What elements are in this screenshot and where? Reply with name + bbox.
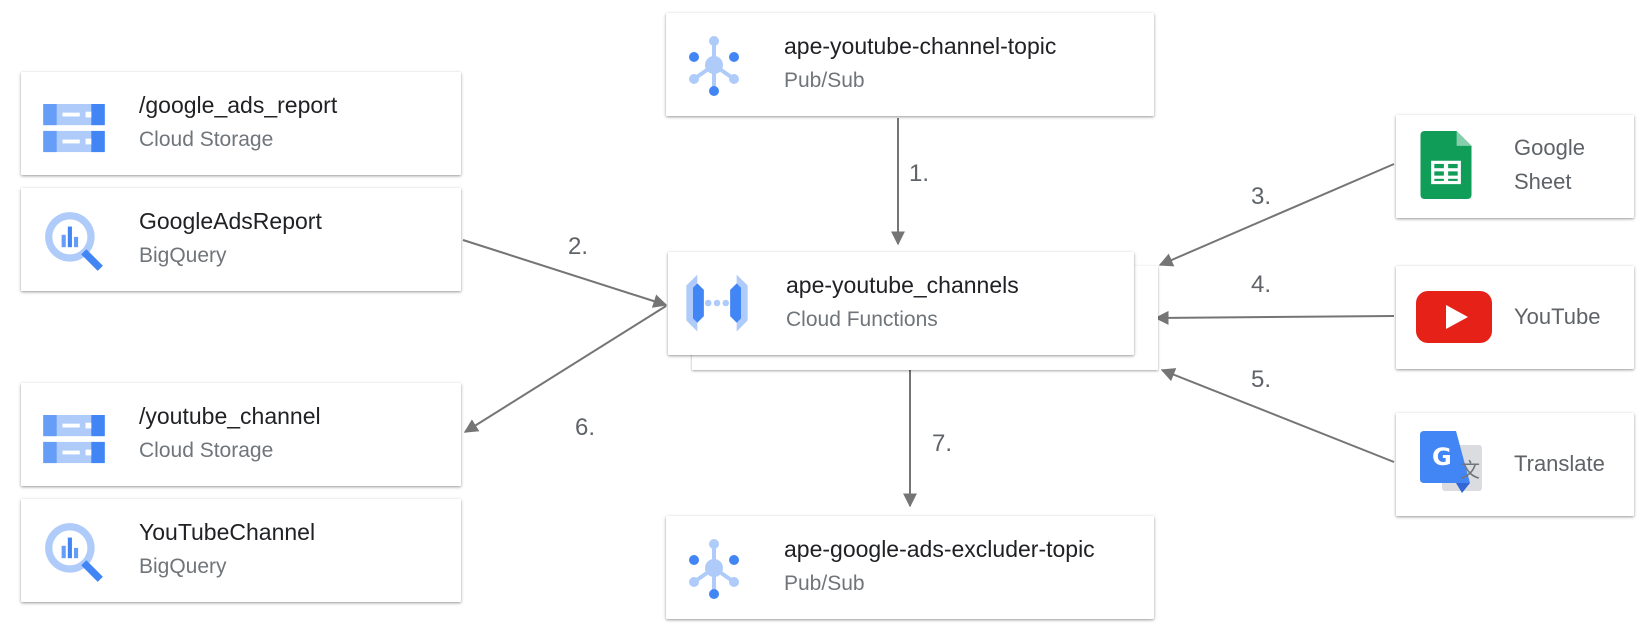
edge-3	[1158, 163, 1395, 267]
node-storage-youtube-channel[interactable]: /youtube_channel Cloud Storage	[21, 383, 461, 486]
edge-label-6: 6.	[575, 414, 596, 441]
node-pubsub-top[interactable]: ape-youtube-channel-topic Pub/Sub	[666, 13, 1154, 116]
node-subtitle: Cloud Storage	[139, 439, 274, 462]
node-label-line-1: Google	[1514, 135, 1585, 160]
node-label: YouTube	[1514, 304, 1601, 329]
node-pubsub-bottom[interactable]: ape-google-ads-excluder-topic Pub/Sub	[666, 516, 1154, 619]
bigquery-icon	[45, 212, 103, 271]
cloud-storage-icon	[43, 104, 105, 153]
node-youtube[interactable]: YouTube	[1396, 266, 1634, 369]
edge-6	[463, 305, 667, 433]
node-subtitle: Cloud Storage	[139, 128, 274, 151]
node-title: ape-youtube-channel-topic	[784, 33, 1057, 59]
cloud-storage-icon	[43, 415, 105, 464]
cloud-functions-icon	[686, 274, 748, 332]
node-subtitle: Cloud Functions	[786, 308, 938, 331]
google-sheets-icon	[1420, 131, 1472, 199]
node-title: /google_ads_report	[139, 92, 338, 118]
svg-text:文: 文	[1460, 458, 1480, 482]
node-title: GoogleAdsReport	[139, 208, 322, 234]
node-title: YouTubeChannel	[139, 519, 316, 545]
node-label-line-2: Sheet	[1514, 169, 1572, 194]
edge-2	[462, 239, 668, 308]
node-bigquery-youtube-channel[interactable]: YouTubeChannel BigQuery	[21, 499, 461, 602]
node-label: Translate	[1514, 451, 1605, 476]
edge-label-4: 4.	[1251, 271, 1272, 298]
google-translate-icon: G 文	[1420, 431, 1482, 493]
node-storage-google-ads-report[interactable]: /google_ads_report Cloud Storage	[21, 72, 461, 175]
edge-label-1: 1.	[909, 160, 930, 187]
node-title: ape-youtube_channels	[786, 272, 1019, 298]
node-subtitle: Pub/Sub	[784, 572, 865, 595]
node-cloud-functions[interactable]: ape-youtube_channels Cloud Functions	[668, 252, 1134, 355]
edge-label-5: 5.	[1251, 366, 1272, 393]
node-google-sheet[interactable]: Google Sheet	[1396, 115, 1634, 218]
node-subtitle: BigQuery	[139, 555, 227, 578]
youtube-icon	[1416, 291, 1492, 343]
node-label: Google Sheet	[1514, 131, 1585, 199]
node-subtitle: BigQuery	[139, 244, 227, 267]
edge-label-7: 7.	[932, 430, 953, 457]
node-translate[interactable]: G 文 Translate	[1396, 413, 1634, 516]
node-subtitle: Pub/Sub	[784, 69, 865, 92]
edge-label-3: 3.	[1251, 183, 1272, 210]
pubsub-icon	[689, 36, 739, 96]
node-bigquery-google-ads-report[interactable]: GoogleAdsReport BigQuery	[21, 188, 461, 291]
node-title: ape-google-ads-excluder-topic	[784, 536, 1095, 562]
pubsub-icon	[689, 539, 739, 599]
bigquery-icon	[45, 523, 103, 582]
edge-5	[1160, 368, 1395, 463]
node-title: /youtube_channel	[139, 403, 321, 429]
edge-4	[1154, 310, 1395, 325]
edge-label-2: 2.	[568, 233, 589, 260]
svg-text:G: G	[1432, 443, 1452, 471]
